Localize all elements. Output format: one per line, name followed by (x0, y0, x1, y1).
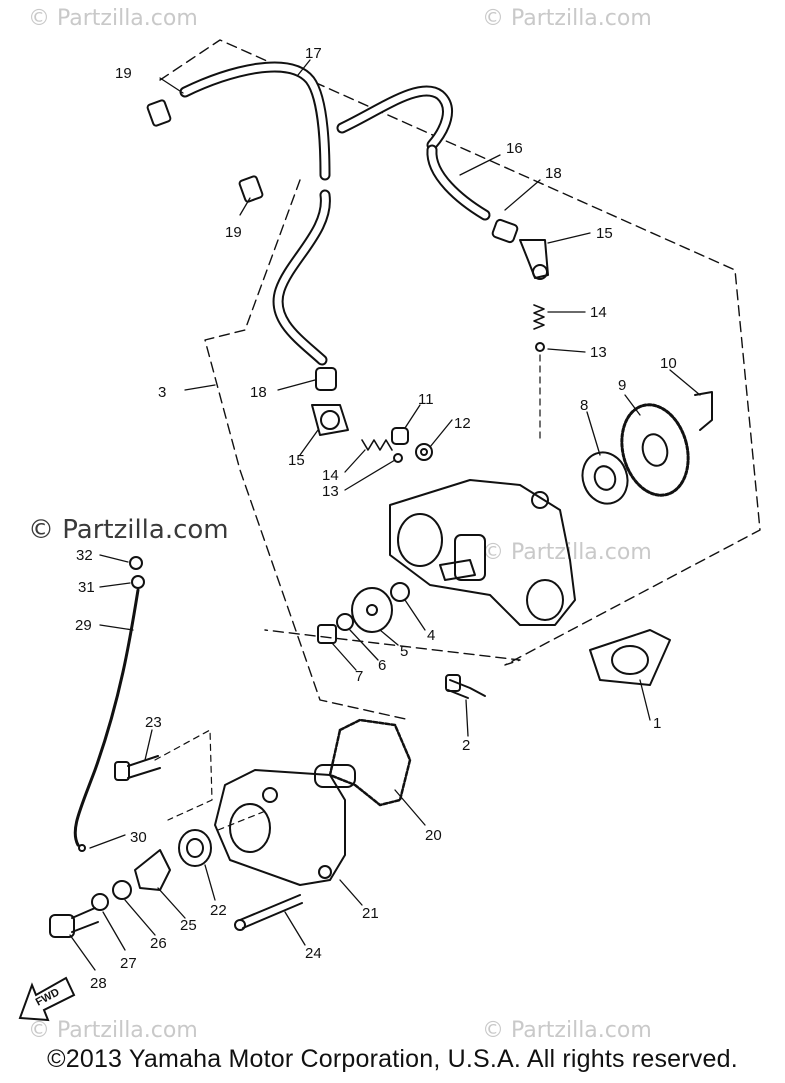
clip-19-lower (238, 175, 264, 203)
banjo-15-lower (311, 404, 349, 436)
callout-10: 10 (660, 355, 677, 372)
callout-32: 32 (76, 547, 93, 564)
pin-30 (78, 844, 86, 852)
callout-17: 17 (305, 45, 322, 62)
seal-22 (178, 829, 212, 867)
callout-16: 16 (506, 140, 523, 157)
callout-15-upper: 15 (596, 225, 613, 242)
hose-16 (426, 144, 491, 221)
washer-12 (415, 443, 433, 461)
callout-7: 7 (355, 668, 363, 685)
callout-13-lower: 13 (322, 483, 339, 500)
watermark-bottom-left: © Partzilla.com (28, 1018, 198, 1043)
callout-30: 30 (130, 829, 147, 846)
callout-21: 21 (362, 905, 379, 922)
callout-20: 20 (425, 827, 442, 844)
callout-24: 24 (305, 945, 322, 962)
cable-29 (73, 588, 140, 847)
fwd-arrow: FWD (18, 976, 76, 1022)
callouts: 1 2 3 4 5 6 7 8 9 10 11 12 13 13 14 14 1… (75, 45, 677, 992)
callout-31: 31 (78, 579, 95, 596)
banjo-15-upper (519, 239, 549, 279)
callout-25: 25 (180, 917, 197, 934)
washer-27 (91, 893, 109, 911)
assembly-outline-left (204, 179, 411, 721)
bolt-28 (71, 907, 99, 933)
callout-18-lower: 18 (250, 384, 267, 401)
clip-10 (694, 391, 713, 431)
gear-20 (328, 718, 412, 807)
plate-25 (134, 849, 171, 891)
callout-19-lower: 19 (225, 224, 242, 241)
bearing-8 (581, 451, 629, 505)
copyright-notice: ©2013 Yamaha Motor Corporation, U.S.A. A… (47, 1045, 738, 1073)
plug-11 (391, 427, 409, 445)
clip-19-upper (146, 99, 172, 127)
pump-body (389, 479, 576, 626)
callout-27: 27 (120, 955, 137, 972)
callout-19-upper: 19 (115, 65, 132, 82)
callout-26: 26 (150, 935, 167, 952)
gasket-1 (589, 629, 671, 686)
ball-13-lower (393, 453, 403, 463)
gear-9 (620, 403, 690, 497)
spring-14-lower (361, 439, 393, 451)
callout-18-upper: 18 (545, 165, 562, 182)
nut-31 (131, 575, 145, 589)
watermark-top-left: © Partzilla.com (28, 6, 198, 31)
bolt-23 (127, 755, 161, 779)
callout-5: 5 (400, 643, 408, 660)
plate-5 (351, 587, 393, 633)
callout-6: 6 (378, 657, 386, 674)
washer-4 (390, 582, 410, 602)
callout-4: 4 (427, 627, 435, 644)
nut-7 (317, 624, 337, 644)
callout-14-lower: 14 (322, 467, 339, 484)
nut-32 (129, 556, 143, 570)
callout-28: 28 (90, 975, 107, 992)
washer-26 (112, 880, 132, 900)
callout-1: 1 (653, 715, 661, 732)
callout-12: 12 (454, 415, 471, 432)
watermark-bottom-right: © Partzilla.com (482, 1018, 652, 1043)
cover-21 (214, 769, 346, 886)
ball-13-upper (535, 342, 545, 352)
callout-23: 23 (145, 714, 162, 731)
callout-8: 8 (580, 397, 588, 414)
callout-29: 29 (75, 617, 92, 634)
callout-11: 11 (418, 391, 434, 408)
fitting-18-upper (491, 218, 519, 244)
spring-14-upper (533, 304, 545, 330)
watermark-middle: © Partzilla.com (28, 515, 229, 545)
watermark-top-right: © Partzilla.com (482, 6, 652, 31)
fitting-18-lower (315, 367, 337, 391)
washer-6 (336, 613, 354, 631)
callout-2: 2 (462, 737, 470, 754)
callout-14-upper: 14 (590, 304, 607, 321)
callout-13-upper: 13 (590, 344, 607, 361)
callout-3: 3 (158, 384, 166, 401)
bolt-2 (447, 679, 486, 699)
callout-22: 22 (210, 902, 227, 919)
callout-9: 9 (618, 377, 626, 394)
bolt-24 (239, 894, 303, 929)
callout-15-lower: 15 (288, 452, 305, 469)
bolt-28-head (49, 914, 75, 938)
exploded-view-drawing: FWD 1 2 3 4 5 6 7 8 9 10 11 12 13 13 14 … (18, 39, 761, 1022)
assembly-outline (159, 39, 761, 666)
bolt-23-head (114, 761, 130, 781)
